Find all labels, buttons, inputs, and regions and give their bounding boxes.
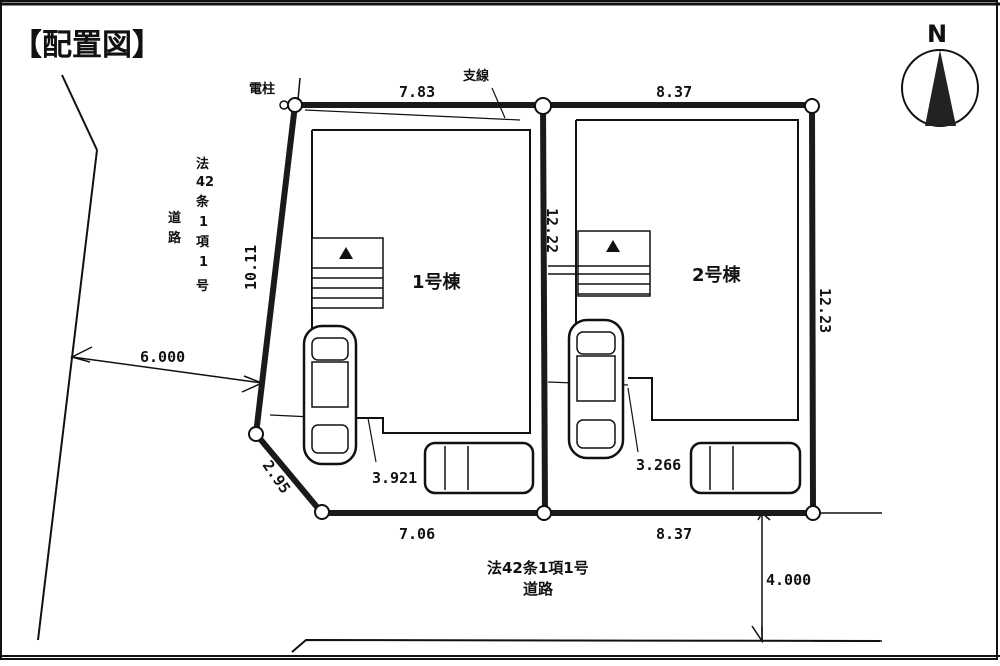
lot2-east-dimension: 12.23 [816, 288, 834, 333]
svg-text:1: 1 [199, 255, 208, 270]
utility-pole-label: 電柱 [249, 81, 275, 97]
lot2-top-dimension: 8.37 [656, 83, 692, 101]
svg-text:6.000: 6.000 [140, 348, 185, 366]
svg-text:法: 法 [196, 156, 209, 172]
north-label: N [927, 20, 947, 48]
west-road-lines [37, 74, 98, 641]
south-road-label-1: 法42条1項1号 [487, 559, 589, 577]
lot2-car-minivan [689, 441, 802, 495]
svg-text:1: 1 [199, 215, 208, 230]
shared-edge-dimension: 12.22 [543, 208, 561, 253]
south-road-label-2: 道路 [523, 580, 554, 598]
west-road-width-dimension: 6.000 [69, 346, 264, 393]
lot1-building: 1号棟 [311, 129, 531, 434]
entrance-triangle-icon [339, 247, 353, 259]
lot2-car-sedan [567, 318, 625, 460]
lot1-top-dimension: 7.83 [399, 83, 435, 101]
north-arrow-icon: N [901, 20, 979, 127]
lot1-west-dimension: 10.11 [242, 245, 260, 290]
entrance-triangle-icon [606, 240, 620, 252]
lot1-car-sedan [302, 324, 358, 466]
lot1-bottom-dimension: 7.06 [399, 525, 435, 543]
south-road-lines [0, 512, 1000, 657]
lot2-building-label: 2号棟 [692, 264, 742, 286]
svg-text:項: 項 [196, 235, 210, 250]
svg-text:路: 路 [168, 230, 182, 246]
lot1-building-label: 1号棟 [412, 271, 462, 293]
lot2-setback-dimension: 3.266 [636, 456, 681, 474]
page-title: 【配置図】 [12, 28, 162, 63]
svg-text:号: 号 [196, 279, 209, 294]
guy-wire: 支線 [304, 68, 521, 121]
west-road-label: 法 42 条 1 項 1 号 道 路 [168, 156, 214, 294]
lot1-car-minivan [423, 441, 535, 495]
svg-text:道: 道 [168, 210, 181, 226]
lot2-bottom-dimension: 8.37 [656, 525, 692, 543]
svg-text:4.000: 4.000 [766, 571, 811, 589]
lot2-building: 2号棟 [548, 119, 799, 421]
south-road-width-dimension: 4.000 [751, 511, 811, 644]
lot1-setback-dimension: 3.921 [372, 469, 417, 487]
guy-wire-label: 支線 [462, 68, 490, 84]
svg-text:42: 42 [196, 175, 214, 190]
svg-text:条: 条 [196, 194, 210, 210]
utility-pole: 電柱 [249, 77, 301, 110]
